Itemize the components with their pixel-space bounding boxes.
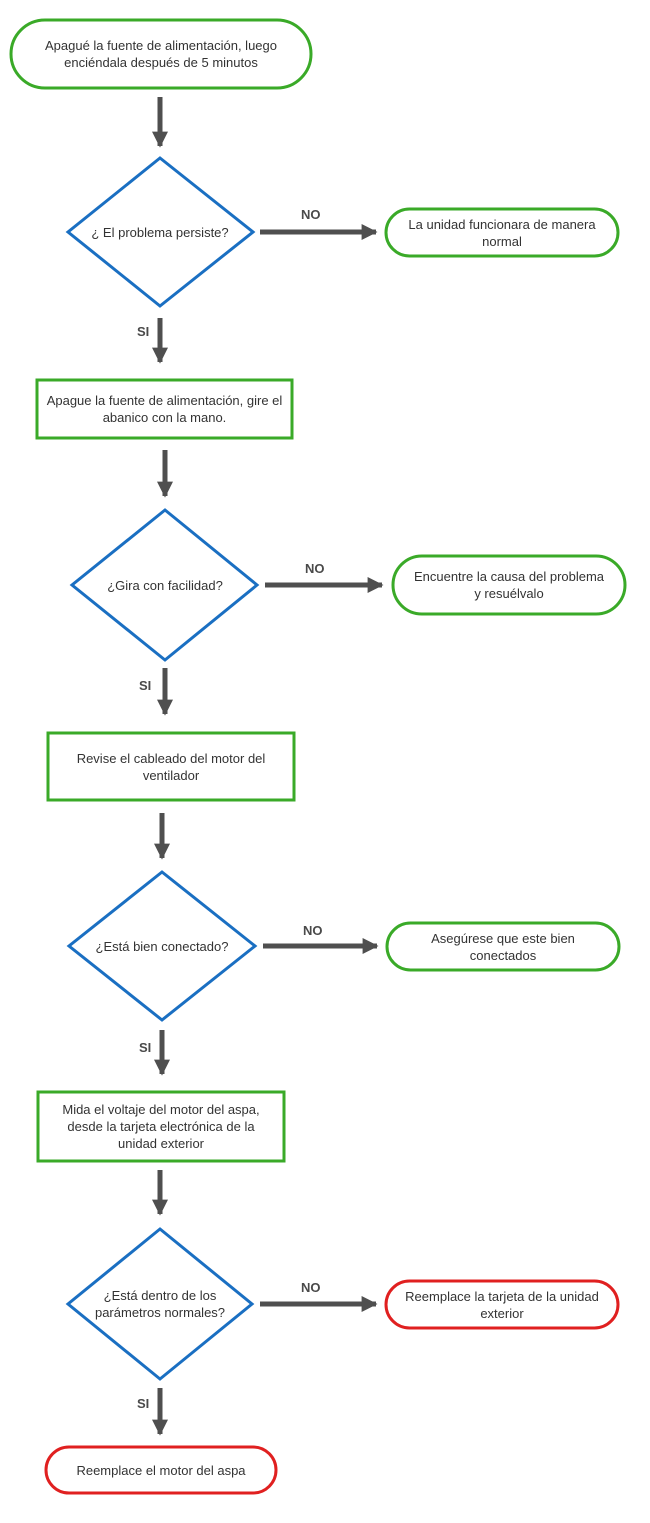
end-text: Reemplace el motor del aspa bbox=[76, 1462, 246, 1478]
q4-no-label: NO bbox=[301, 1280, 321, 1295]
step-2-shape bbox=[35, 378, 294, 440]
q1-no-label: NO bbox=[301, 207, 321, 222]
step-3-shape bbox=[46, 731, 296, 802]
decision-3-text: ¿Está bien conectado? bbox=[95, 938, 229, 954]
decision-4-shape bbox=[65, 1227, 255, 1381]
q3-no-result-shape bbox=[385, 921, 621, 972]
start-terminal-shape bbox=[9, 18, 313, 90]
decision-2-shape bbox=[69, 508, 260, 662]
end-terminal-shape bbox=[44, 1445, 278, 1495]
q2-no-label: NO bbox=[305, 561, 325, 576]
decision-3-shape bbox=[66, 870, 258, 1022]
q3-no-result-text: Asegúrese que este bien conectados bbox=[431, 930, 575, 963]
step-4-shape bbox=[36, 1090, 286, 1163]
q1-yes-label: SI bbox=[137, 324, 150, 339]
step-2-text: Apague la fuente de alimentación, gire e… bbox=[46, 393, 283, 425]
q4-no-result-shape bbox=[384, 1279, 620, 1330]
q3-yes-label: SI bbox=[139, 1040, 152, 1055]
step-3-text: Revise el cableado del motor del ventila… bbox=[76, 750, 266, 783]
q2-yes-label: SI bbox=[139, 678, 152, 693]
q2-no-result-shape bbox=[391, 554, 627, 616]
q1-no-result-shape bbox=[384, 207, 620, 258]
q2-no-result-text: Encuentre la causa del problema y resuél… bbox=[413, 569, 605, 601]
q3-no-label: NO bbox=[303, 923, 323, 938]
q4-yes-label: SI bbox=[137, 1396, 150, 1411]
decision-4-text: ¿Está dentro de los parámetros normales? bbox=[94, 1288, 226, 1320]
decision-1-text: ¿ El problema persiste? bbox=[91, 224, 229, 240]
q4-no-result-text: Reemplace la tarjeta de la unidad exteri… bbox=[405, 1288, 599, 1321]
decision-2-text: ¿Gira con facilidad? bbox=[107, 577, 223, 593]
q1-no-result-text: La unidad funcionara de manera normal bbox=[408, 216, 596, 249]
step-4-text: Mida el voltaje del motor del aspa, desd… bbox=[62, 1102, 260, 1151]
decision-1-shape bbox=[65, 156, 256, 308]
start-text: Apagué la fuente de alimentación, luego … bbox=[44, 38, 277, 70]
